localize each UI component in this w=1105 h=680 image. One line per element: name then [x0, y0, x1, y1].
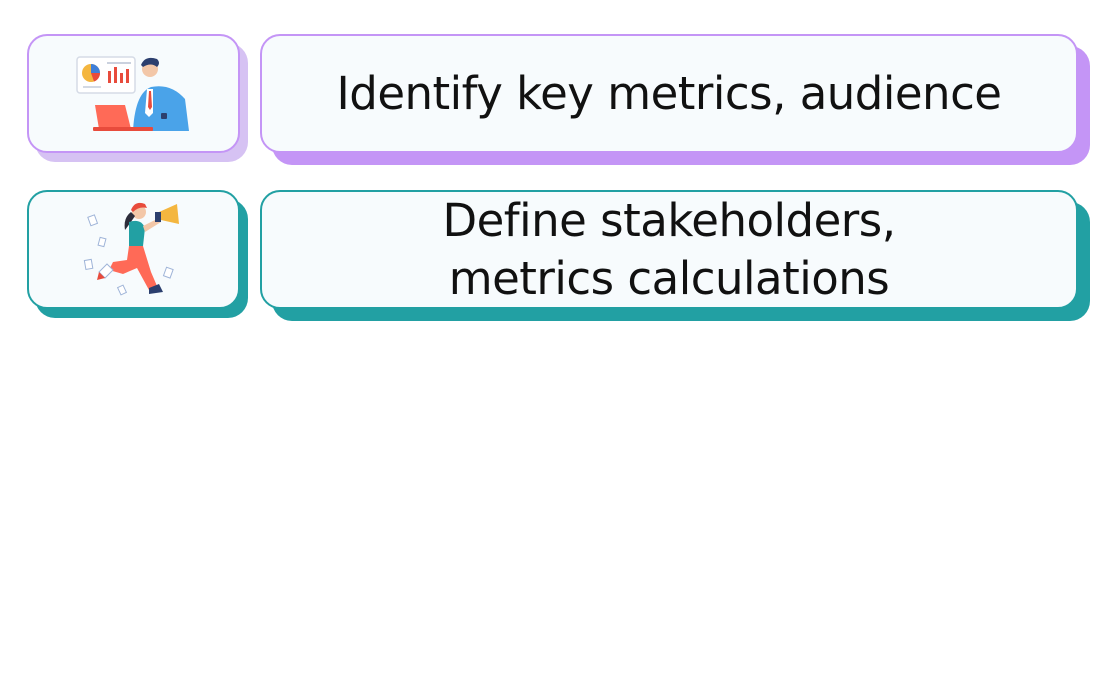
step-1-label: Identify key metrics, audience — [336, 66, 1002, 120]
step-1-text-card: Identify key metrics, audience — [260, 34, 1078, 153]
step-2-text-card: Define stakeholders, metrics calculation… — [260, 190, 1078, 309]
analyst-with-charts-icon — [75, 55, 189, 131]
step-2-label: Define stakeholders, metrics calculation… — [442, 193, 896, 305]
step-1-icon-card — [27, 34, 240, 153]
person-with-megaphone-icon — [83, 202, 179, 296]
step-2-icon-card — [27, 190, 240, 309]
